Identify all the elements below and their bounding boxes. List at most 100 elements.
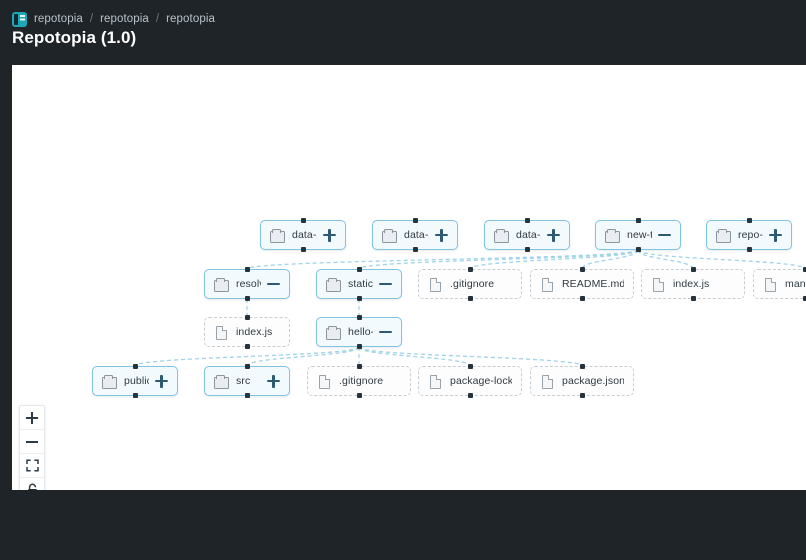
node-handle-bottom[interactable]: [690, 296, 696, 301]
node-handle-top[interactable]: [356, 364, 362, 369]
flow-edge: [246, 249, 639, 270]
node-handle-top[interactable]: [244, 267, 250, 272]
node-label: repo-data-...: [738, 229, 763, 241]
node-handle-top[interactable]: [244, 315, 250, 320]
node-handle-bottom[interactable]: [356, 393, 362, 398]
flow-edge: [581, 249, 639, 270]
node-handle-top[interactable]: [467, 267, 473, 272]
folder-icon: [102, 374, 117, 389]
flow-node-gitignore[interactable]: .gitignore: [307, 364, 411, 398]
node-label: data-app: [516, 229, 541, 241]
flow-node-manifest-ym[interactable]: manifest.ym: [753, 267, 806, 301]
node-label: public: [124, 375, 149, 387]
flow-edge: [358, 249, 639, 270]
node-handle-bottom[interactable]: [244, 296, 250, 301]
node-handle-bottom[interactable]: [802, 296, 806, 301]
folder-icon: [270, 228, 285, 243]
flow-node-public[interactable]: public: [92, 364, 178, 398]
flow-node-repo-data[interactable]: repo-data-...: [706, 218, 792, 252]
node-handle-bottom[interactable]: [300, 247, 306, 252]
node-handle-bottom[interactable]: [524, 247, 530, 252]
flow-node-hello-world[interactable]: hello-world: [316, 315, 402, 349]
node-handle-bottom[interactable]: [244, 393, 250, 398]
collapse-node-button[interactable]: [379, 278, 392, 291]
node-label: data-app-s...: [404, 229, 429, 241]
expand-node-button[interactable]: [769, 228, 782, 242]
node-handle-top[interactable]: [579, 267, 585, 272]
flow-node-static[interactable]: static: [316, 267, 402, 301]
node-label: data-app-d...: [292, 229, 317, 241]
flow-node-resolvers[interactable]: resolvers: [204, 267, 290, 301]
flow-node-index-js[interactable]: index.js: [204, 315, 290, 349]
flow-node-new-test-app[interactable]: new-test-app: [595, 218, 681, 252]
node-handle-bottom[interactable]: [635, 247, 641, 252]
flow-node-readme-md[interactable]: README.md: [530, 267, 634, 301]
lock-button[interactable]: [20, 478, 44, 490]
collapse-node-button[interactable]: [658, 229, 671, 242]
node-handle-top[interactable]: [690, 267, 696, 272]
node-handle-bottom[interactable]: [467, 393, 473, 398]
node-label: hello-world: [348, 326, 373, 338]
zoom-controls[interactable]: [19, 405, 45, 490]
node-handle-top[interactable]: [635, 218, 641, 223]
flow-node-package-json[interactable]: package.json: [530, 364, 634, 398]
zoom-out-button[interactable]: [20, 430, 44, 454]
node-handle-bottom[interactable]: [132, 393, 138, 398]
breadcrumb-item-0[interactable]: repotopia: [34, 13, 83, 25]
breadcrumb-item-2[interactable]: repotopia: [166, 13, 215, 25]
repotopia-logo-icon: [12, 11, 27, 27]
node-handle-bottom[interactable]: [746, 247, 752, 252]
node-handle-top[interactable]: [300, 218, 306, 223]
expand-node-button[interactable]: [323, 228, 336, 242]
node-handle-bottom[interactable]: [244, 344, 250, 349]
folder-icon: [214, 374, 229, 389]
fit-view-button[interactable]: [20, 454, 44, 478]
collapse-node-button[interactable]: [379, 326, 392, 339]
node-handle-bottom[interactable]: [467, 296, 473, 301]
flow-node-data-app[interactable]: data-app: [484, 218, 570, 252]
flow-canvas[interactable]: data-app-d... data-app-s... data-app new-te…: [12, 65, 806, 490]
node-handle-top[interactable]: [746, 218, 752, 223]
flow-node-package-lock-json[interactable]: package-lock.json: [418, 364, 522, 398]
flow-node-index-js[interactable]: index.js: [641, 267, 745, 301]
node-handle-bottom[interactable]: [579, 296, 585, 301]
expand-node-button[interactable]: [267, 374, 280, 388]
flow-node-src[interactable]: src: [204, 364, 290, 398]
breadcrumb-item-1[interactable]: repotopia: [100, 13, 149, 25]
node-label: resolvers: [236, 278, 261, 290]
flow-node-gitignore[interactable]: .gitignore: [418, 267, 522, 301]
node-handle-bottom[interactable]: [356, 344, 362, 349]
node-handle-top[interactable]: [132, 364, 138, 369]
breadcrumb-separator-1: /: [155, 13, 160, 25]
expand-node-button[interactable]: [155, 374, 168, 388]
file-icon: [214, 325, 228, 340]
node-handle-top[interactable]: [524, 218, 530, 223]
expand-node-button[interactable]: [435, 228, 448, 242]
page-header: repotopia / repotopia / repotopia Repoto…: [0, 0, 806, 65]
node-handle-top[interactable]: [412, 218, 418, 223]
node-handle-top[interactable]: [244, 364, 250, 369]
node-handle-bottom[interactable]: [579, 393, 585, 398]
node-handle-top[interactable]: [802, 267, 806, 272]
folder-icon: [494, 228, 509, 243]
fit-view-icon: [25, 459, 39, 472]
breadcrumb-separator-0: /: [89, 13, 94, 25]
lock-icon: [27, 483, 37, 490]
node-handle-top[interactable]: [467, 364, 473, 369]
node-handle-bottom[interactable]: [356, 296, 362, 301]
node-label: src: [236, 375, 251, 387]
node-handle-top[interactable]: [356, 267, 362, 272]
node-handle-top[interactable]: [356, 315, 362, 320]
collapse-node-button[interactable]: [267, 278, 280, 291]
node-label: manifest.ym: [785, 278, 806, 290]
file-icon: [428, 374, 442, 389]
node-handle-bottom[interactable]: [412, 247, 418, 252]
node-label: index.js: [236, 326, 273, 338]
file-icon: [763, 277, 777, 292]
flow-node-data-app-d[interactable]: data-app-d...: [260, 218, 346, 252]
expand-node-button[interactable]: [547, 228, 560, 242]
node-handle-top[interactable]: [579, 364, 585, 369]
flow-node-data-app-s[interactable]: data-app-s...: [372, 218, 458, 252]
zoom-in-button[interactable]: [20, 406, 44, 430]
